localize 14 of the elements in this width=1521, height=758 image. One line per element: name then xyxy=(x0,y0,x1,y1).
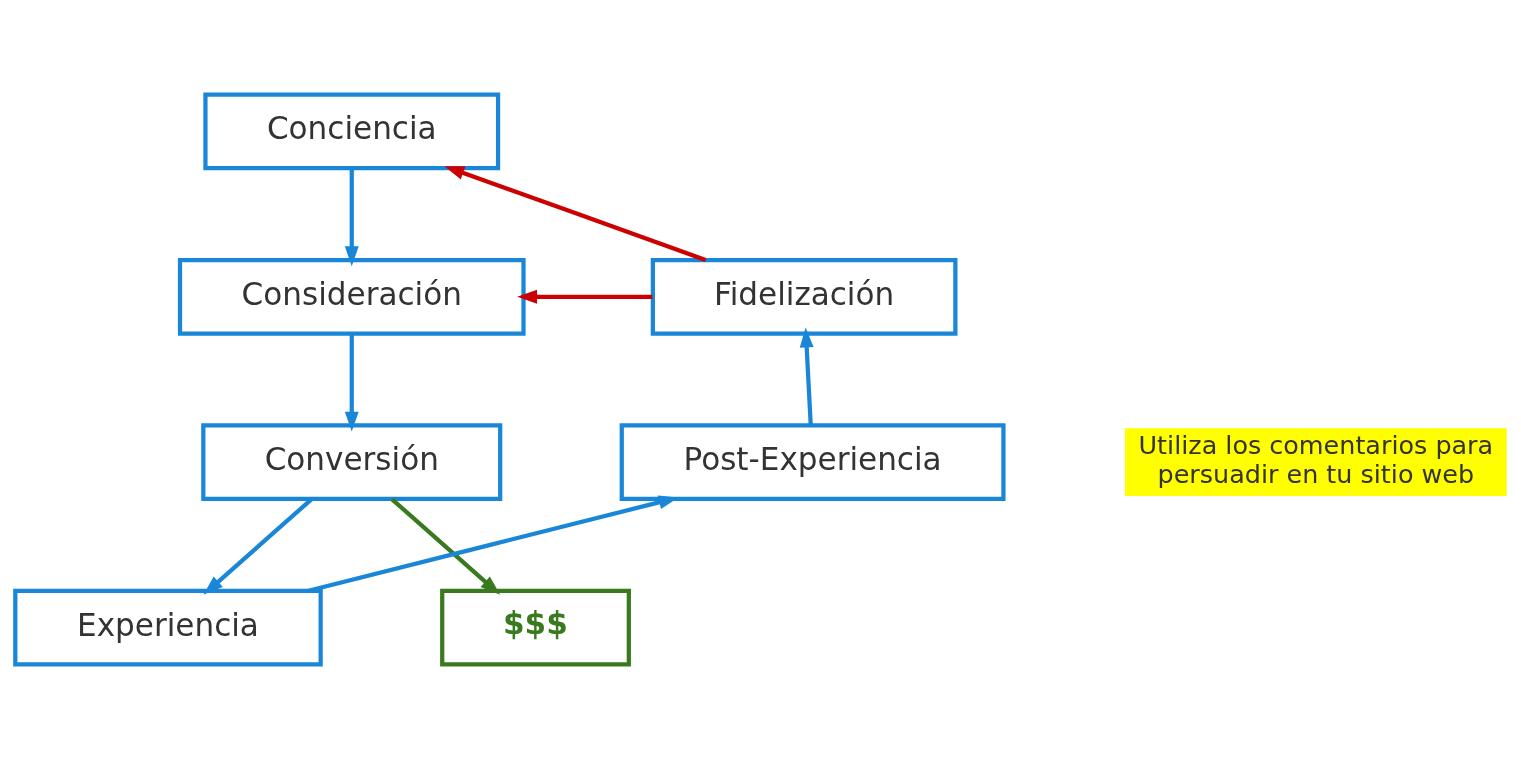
node-box: Post-Experiencia xyxy=(619,422,1006,501)
label: Utiliza los comentarios para persuadir en tu sitio web xyxy=(1138,429,1493,489)
arrow xyxy=(344,168,359,266)
node-box: Fidelización xyxy=(650,257,957,336)
arrow xyxy=(390,497,500,595)
node-box: Experiencia xyxy=(12,588,323,666)
node-box: Conversión xyxy=(200,422,502,501)
node-box: $$$ xyxy=(439,588,631,666)
node-box: Consideración xyxy=(177,257,526,336)
arrow xyxy=(516,289,652,304)
node-box: Conciencia xyxy=(202,92,500,170)
arrow xyxy=(799,327,814,425)
arrow xyxy=(443,165,706,262)
arrow xyxy=(344,333,359,432)
